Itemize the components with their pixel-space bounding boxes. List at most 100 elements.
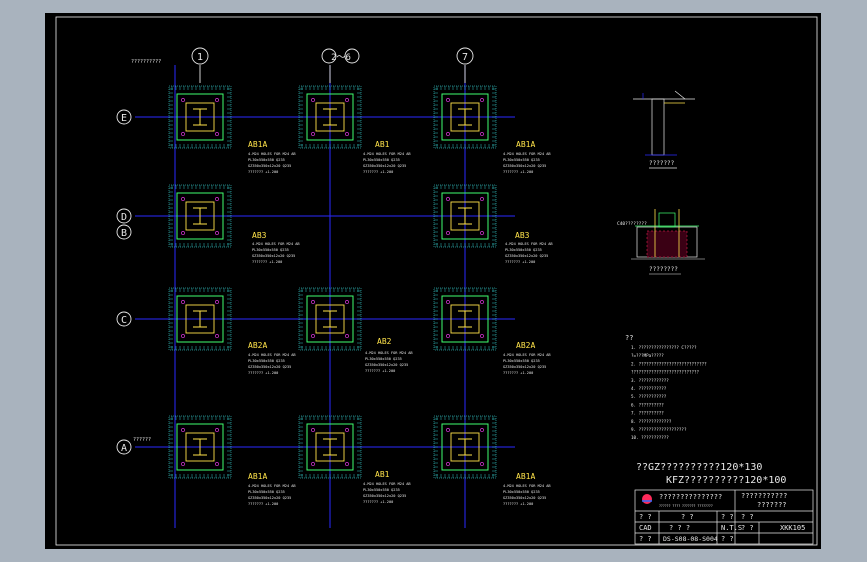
row-bubble-c [116,311,132,327]
note-line: 8. ????????????? [631,419,672,424]
tb-date: ? ? [721,535,734,543]
detail-1: ??????? [633,90,695,169]
spec-note-line: 4-M24 HOLES FOR M24 AB [252,242,300,246]
spec-note-line: ??????? +1.200 [503,371,533,375]
spec-note-line: ??????? +1.200 [363,500,393,504]
tb-check: ? ? [721,513,734,521]
spec-note-line: ??????? +1.200 [248,170,278,174]
base-plate-1-2 [433,184,497,248]
spec-note-line: 4-M24 HOLES FOR M24 AB [363,482,411,486]
base-label-a7: AB1A [516,472,535,481]
spec-note-line: GZ350x350x12x20 Q235 [505,254,548,258]
note-line: ??????????????????????????? [631,370,700,375]
base-plate-2-2 [433,287,497,351]
row-label-c: C [121,315,127,326]
spec-note-line: GZ350x350x12x20 Q235 [252,254,295,258]
spec-note-line: GZ350x350x12x20 Q235 [363,494,406,498]
note-line: 4. ??????????? [631,386,667,391]
spec-note-line: PL30x550x550 Q235 [248,359,285,363]
spec-note-line: 4-M24 HOLES FOR M24 AB [365,351,413,355]
note-line: 5. ??????????? [631,394,667,399]
base-plate-3-1 [298,415,362,479]
spec-note-line: 4-M24 HOLES FOR M24 AB [503,152,551,156]
tb-scale-val: N.T.S [721,524,742,532]
base-label-d7: AB3 [515,231,530,240]
spec-note-line: 4-M24 HOLES FOR M24 AB [363,152,411,156]
row-label-a: A [121,443,127,454]
col-bubble-6 [344,48,360,64]
note-line: 7. ?????????? [631,411,664,416]
base-label-c7: AB2A [516,341,535,350]
drawing-canvas[interactable]: 1 2～6 7 E D B C A ?????????? ?????? AB1A… [45,13,821,549]
row-bubble-b [116,224,132,240]
note-line: 2. ??????????????????????????? [631,361,707,366]
row-label-d: D [121,212,127,223]
base-plate-0-1 [298,85,362,149]
base-plate-2-1 [298,287,362,351]
drawing-name: ??????? [757,501,787,509]
spec-note-line: GZ350x350x12x20 Q235 [365,363,408,367]
spec-note-line: ??????? +1.200 [505,260,535,264]
spec-note-line: PL30x550x550 Q235 [363,488,400,492]
base-label-c2: AB2 [377,337,392,346]
row-label-b: B [121,228,127,239]
column-base-plates [168,85,497,479]
spec-note-line: PL30x550x550 Q235 [365,357,402,361]
base-label-e7: AB1A [516,140,535,149]
detail-1-title: ??????? [649,160,675,167]
base-label-a2: AB1 [375,470,390,479]
col-bubble-7 [456,47,474,65]
base-plate-0-2 [433,85,497,149]
spec-note-line: PL30x550x550 Q235 [363,158,400,162]
spec-note-line: 4-M24 HOLES FOR M24 AB [505,242,553,246]
drawing-number: DS-S08-08-S004 [663,535,718,543]
row-bubble-a [116,439,132,455]
spec-note-line: PL30x550x550 Q235 [503,158,540,162]
spec-note-line: GZ350x350x12x20 Q235 [503,365,546,369]
note-line: 6. ?????????? [631,402,664,407]
detail-2-label: C40???????? [617,221,647,227]
row-bubble-d [116,208,132,224]
note-line: 10. ??????????? [631,435,669,440]
row-a-note: ?????? [133,437,151,443]
spec-note-line: GZ350x350x12x20 Q235 [503,496,546,500]
detail-2-title: ???????? [649,266,678,273]
row-label-e: E [121,113,127,124]
general-notes: ?? 1. ???????????????? C????? ?=???MPa??… [625,334,707,440]
spec-note-line: ??????? +1.200 [252,260,282,264]
spec-note-line: GZ350x350x12x20 Q235 [248,365,291,369]
spec-note-line: GZ350x350x12x20 Q235 [248,496,291,500]
spec-note-line: ??????? +1.200 [248,502,278,506]
top-note: ?????????? [131,59,161,65]
tb-draw: ? ? [681,513,694,521]
tb-design: ? ? [639,513,652,521]
tb-approve: ? ? [741,513,754,521]
project-name: ??????????? [741,492,787,500]
note-line: 1. ???????????????? C????? [631,345,697,350]
spec-note-line: PL30x550x550 Q235 [252,248,289,252]
base-label-e1: AB1A [248,140,267,149]
base-plate-0-0 [168,85,232,149]
spec-note-line: PL30x550x550 Q235 [248,490,285,494]
spec-note-line: 4-M24 HOLES FOR M24 AB [248,152,296,156]
col-label-1: 1 [197,52,203,63]
spec-note-line: ??????? +1.200 [363,170,393,174]
base-label-d1: AB3 [252,231,267,240]
spec-note-line: ??????? +1.200 [503,502,533,506]
spec-note-line: 4-M24 HOLES FOR M24 AB [503,484,551,488]
base-label-a1: AB1A [248,472,267,481]
note-line: 9. ??????????????????? [631,427,687,432]
caption-line-1: ??GZ??????????120*130 [636,462,762,473]
col-label-2-6: 2～6 [331,53,351,63]
base-plate-3-0 [168,415,232,479]
base-plate-1-0 [168,184,232,248]
spec-note-line: 4-M24 HOLES FOR M24 AB [503,353,551,357]
tb-cad: CAD [639,524,652,532]
tb-checker: ? ? ? [669,524,690,532]
caption-line-2: KFZ??????????120*100 [666,475,786,486]
spec-note-line: GZ350x350x12x20 Q235 [363,164,406,168]
drawing-frame [55,16,818,546]
base-label-e2: AB1 [375,140,390,149]
base-label-c1: AB2A [248,341,267,350]
company-name: ??????????????? [659,493,722,501]
